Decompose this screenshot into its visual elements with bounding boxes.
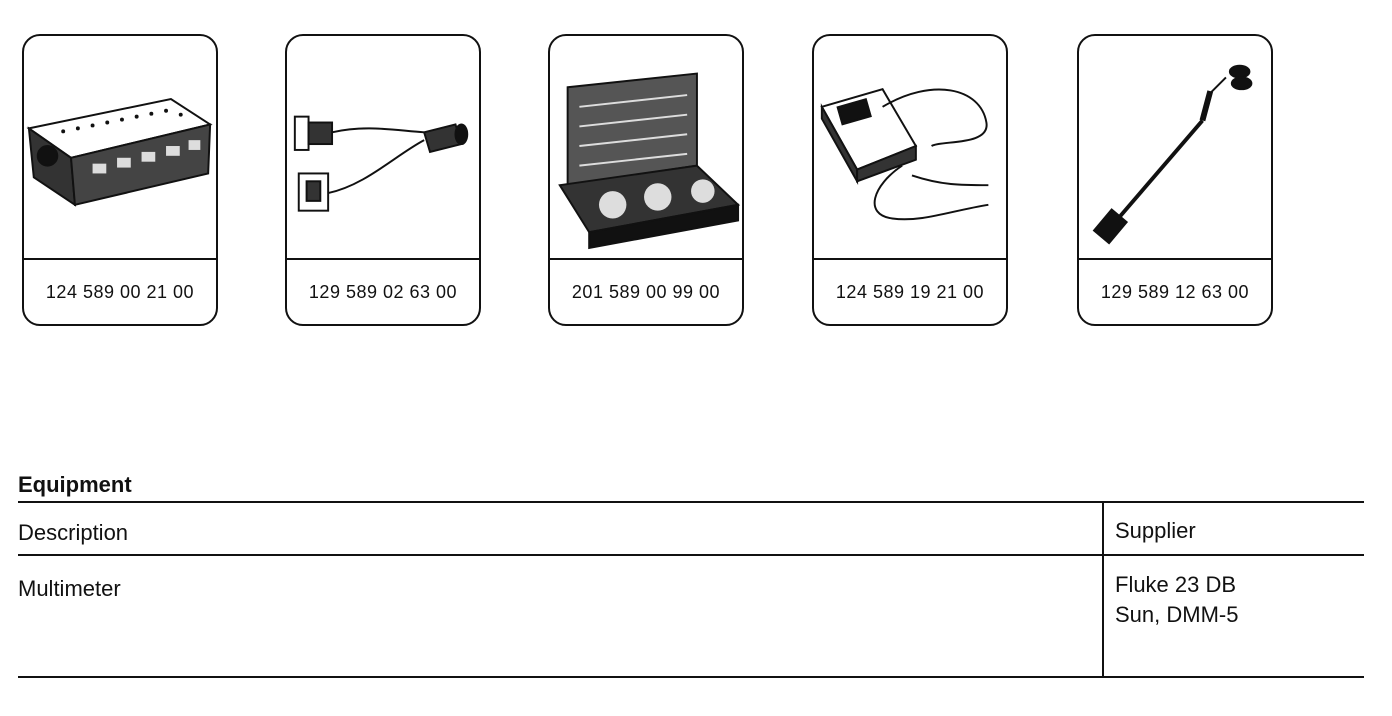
part-number: 129 589 12 63 00 xyxy=(1100,282,1250,302)
card-divider xyxy=(814,258,1006,260)
test-box-icon xyxy=(24,36,216,258)
table-bottom-rule xyxy=(18,676,1364,678)
table-cell-supplier: Fluke 23 DB Sun, DMM-5 xyxy=(1115,570,1238,630)
card-divider xyxy=(1079,258,1271,260)
part-number: 201 589 00 99 00 xyxy=(571,282,721,302)
table-cell-description: Multimeter xyxy=(18,576,121,601)
card-divider xyxy=(287,258,479,260)
tool-card-adapter-cable: 129 589 02 63 00 xyxy=(285,34,481,326)
card-divider xyxy=(24,258,216,260)
probe-lead-icon xyxy=(1079,36,1271,258)
header-rule xyxy=(18,554,1364,556)
part-number: 124 589 00 21 00 xyxy=(45,282,195,302)
part-number: 124 589 19 21 00 xyxy=(835,282,985,302)
tool-card-probe-lead: 129 589 12 63 00 xyxy=(1077,34,1273,326)
adapter-cable-icon xyxy=(287,36,479,258)
table-top-rule xyxy=(18,501,1364,503)
supplier-line: Fluke 23 DB xyxy=(1115,572,1237,597)
tool-card-test-box: 124 589 00 21 00 xyxy=(22,34,218,326)
equipment-title: Equipment xyxy=(18,472,132,497)
supplier-line: Sun, DMM-5 xyxy=(1115,602,1239,627)
test-kit-case-icon xyxy=(550,36,742,258)
tool-card-tester-with-leads: 124 589 19 21 00 xyxy=(812,34,1008,326)
column-divider xyxy=(1102,501,1104,677)
column-header-supplier: Supplier xyxy=(1115,518,1196,543)
column-header-description: Description xyxy=(18,520,129,545)
tester-with-leads-icon xyxy=(814,36,1006,258)
part-number: 129 589 02 63 00 xyxy=(308,282,458,302)
tool-card-test-kit-case: 201 589 00 99 00 xyxy=(548,34,744,326)
card-divider xyxy=(550,258,742,260)
